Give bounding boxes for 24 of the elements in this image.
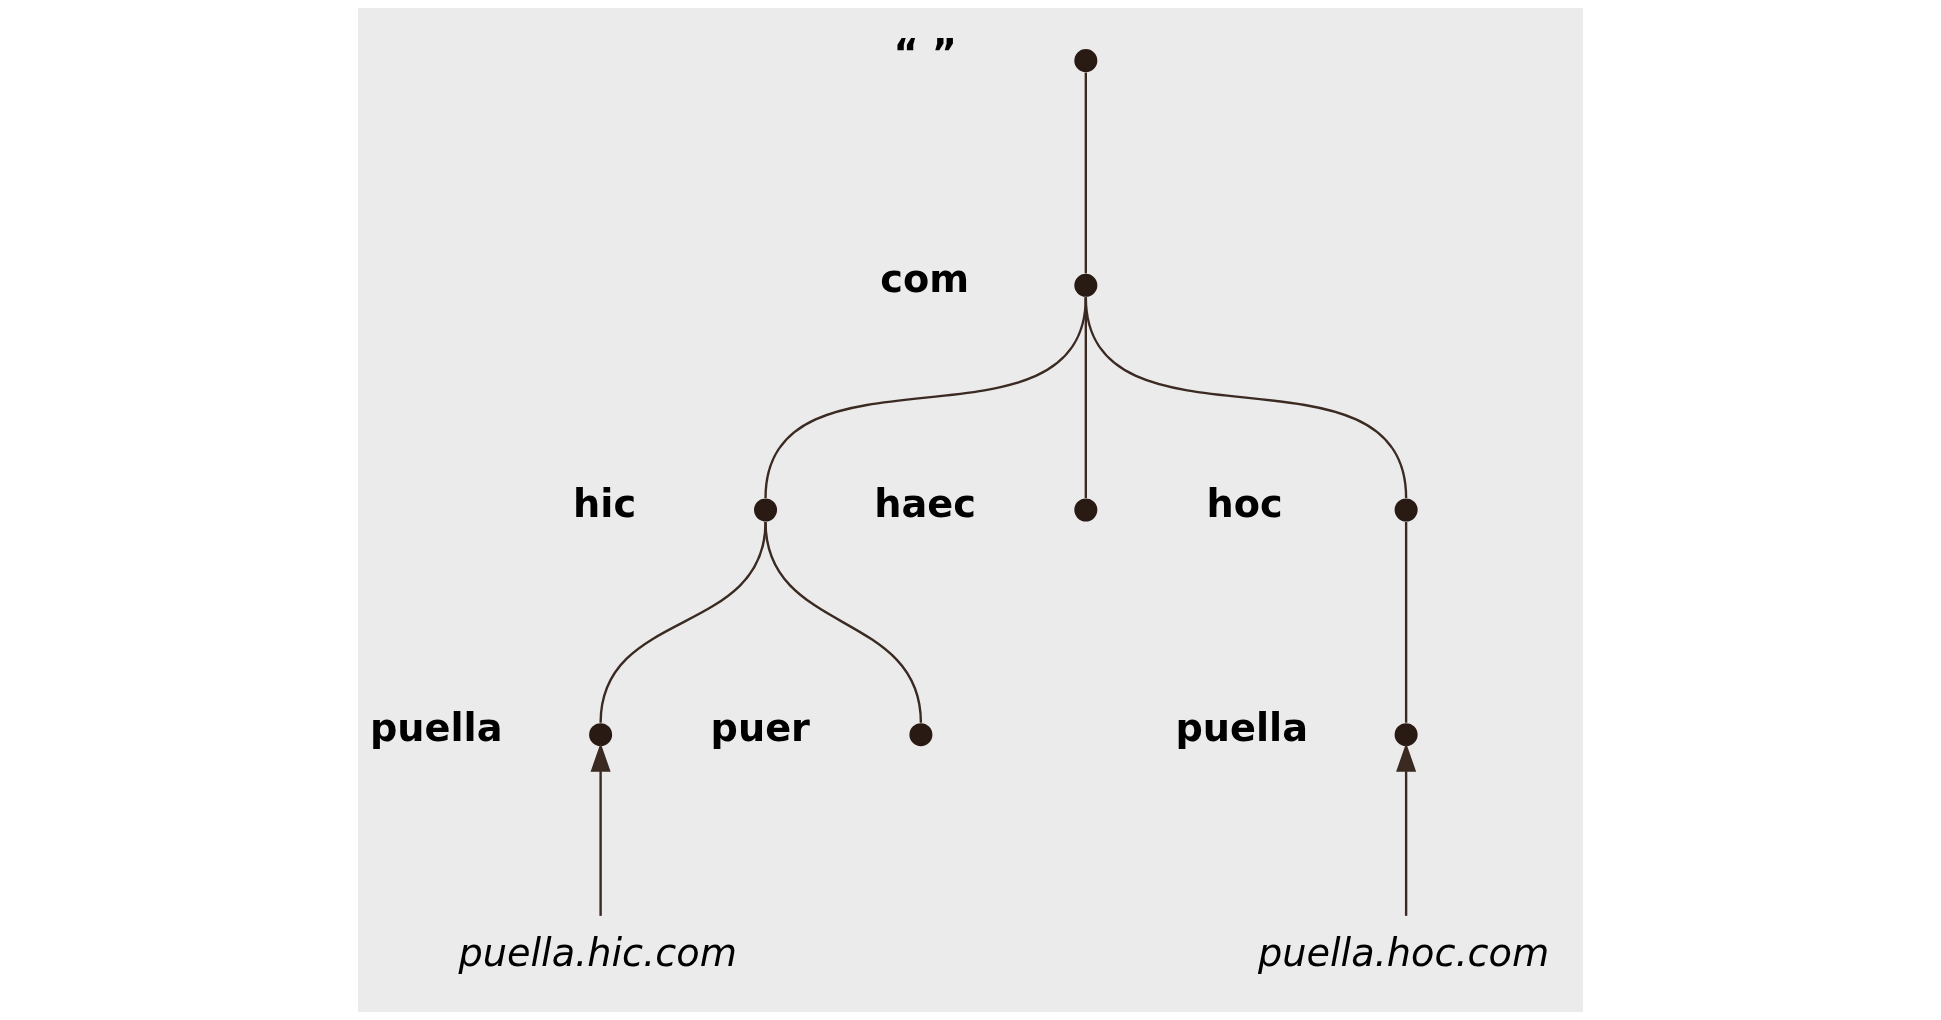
node-text: puella.hic.com	[458, 931, 737, 976]
node-circle	[754, 498, 778, 522]
node-circle	[909, 723, 933, 747]
connector	[764, 521, 923, 723]
node-label: haec	[874, 481, 976, 526]
node-circle	[589, 723, 613, 747]
arrow	[1396, 743, 1417, 916]
arrow	[590, 743, 611, 916]
node-circle	[1394, 723, 1418, 747]
node-label: hic	[573, 481, 637, 526]
node-text: puella.hoc.com	[1257, 931, 1550, 976]
node-circle	[1074, 273, 1098, 297]
connector	[1404, 521, 1408, 723]
node-circle	[1074, 498, 1098, 522]
node-label: “ ”	[893, 32, 957, 77]
node-circle	[1394, 498, 1418, 522]
node-label: hoc	[1206, 481, 1283, 526]
node-circle	[1074, 49, 1098, 73]
node-label: puer	[710, 706, 810, 751]
connector	[1084, 297, 1408, 499]
node-label: puella	[1175, 706, 1309, 751]
node-label: puella	[369, 706, 503, 751]
node-label: com	[880, 257, 970, 302]
connector	[1084, 72, 1088, 274]
